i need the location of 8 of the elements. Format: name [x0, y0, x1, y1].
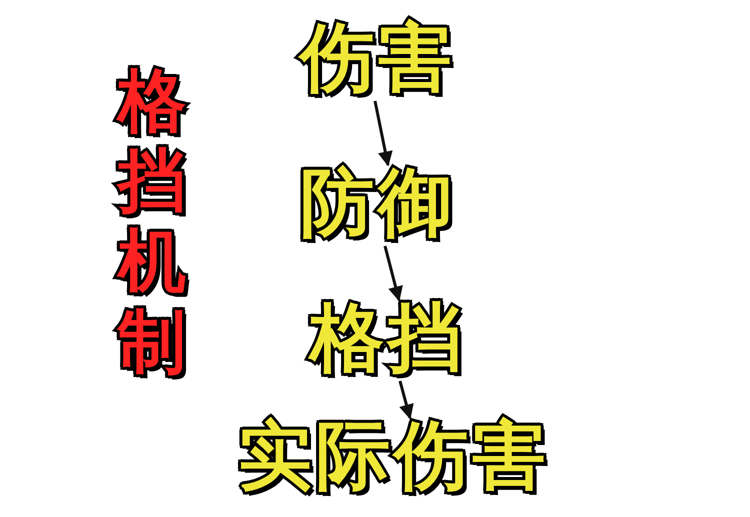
- arrow: [384, 246, 403, 302]
- arrow: [374, 100, 393, 166]
- step-label: 实际伤害: [238, 416, 550, 498]
- title: 格挡机制: [118, 62, 186, 383]
- arrow: [398, 380, 414, 420]
- step-label: 防御: [300, 163, 456, 244]
- step-label: 格挡: [310, 298, 466, 380]
- step-label: 伤害: [300, 18, 456, 100]
